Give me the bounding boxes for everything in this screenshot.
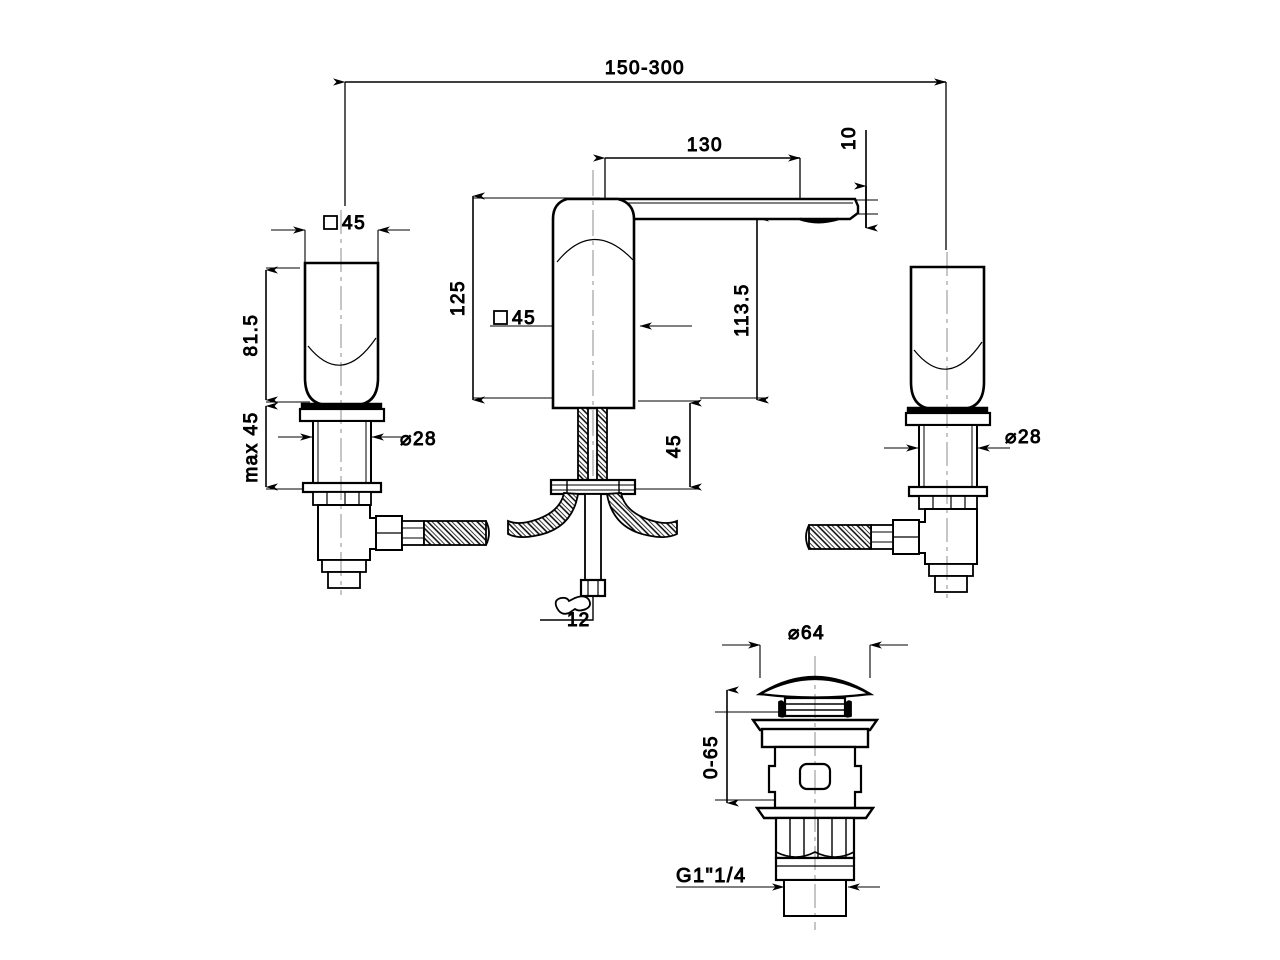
dimension-left-shank-diameter: ⌀28 — [278, 429, 437, 451]
right-handle-arc — [913, 341, 983, 370]
spout-shank-right — [596, 407, 608, 487]
dim-label-130: 130 — [687, 135, 723, 156]
left-shank — [312, 420, 372, 484]
dim-label-d28-right: ⌀28 — [1005, 427, 1042, 448]
dimension-spout-body-width: 45 — [490, 308, 692, 330]
dimension-left-handle-height: 81.5 — [241, 266, 310, 404]
spout-hose-left — [507, 492, 580, 539]
dim-label-g114: G1"1/4 — [676, 865, 747, 887]
right-shank — [918, 424, 978, 488]
dimension-spout-outlet-height: 113.5 — [700, 214, 769, 404]
wrench-icon — [554, 595, 591, 615]
drain-lower-flange — [754, 806, 876, 820]
square-symbol-spout — [493, 310, 508, 325]
dim-label-spout-45: 45 — [512, 308, 536, 329]
left-cartridge-2 — [327, 571, 361, 589]
dim-label-125: 125 — [448, 280, 469, 316]
diameter-symbol-left: ⌀ — [400, 429, 413, 450]
dim-label-0-65: 0-65 — [701, 735, 722, 779]
dim-label-d28-left: ⌀28 — [400, 429, 437, 450]
diameter-symbol-right: ⌀ — [1005, 427, 1018, 448]
left-handle-assembly: 45 81.5 max 45 ⌀28 — [241, 210, 490, 595]
dim-label-113-5: 113.5 — [732, 283, 753, 337]
dim-label-81-5: 81.5 — [241, 314, 262, 357]
spout-clamp-plate — [549, 478, 637, 496]
spout-outlet-lip — [799, 217, 839, 224]
drain-port-hole — [798, 762, 832, 791]
dimension-drain-travel: 0-65 — [701, 686, 790, 807]
spout-tie-nut — [579, 578, 607, 598]
dim-label-150-300: 150-300 — [605, 58, 685, 79]
drain-upper-flange — [750, 718, 880, 732]
dim-label-10: 10 — [839, 126, 860, 150]
dimension-left-shank-max: max 45 — [241, 402, 310, 491]
dimension-spout-shank: 45 — [615, 399, 702, 491]
right-braided-hose — [808, 524, 872, 550]
left-cartridge-1 — [321, 559, 367, 573]
left-braided-hose — [423, 520, 487, 546]
spout-tie-rod — [584, 493, 602, 581]
diameter-symbol-drain: ⌀ — [788, 623, 801, 644]
spout-shank-left — [577, 407, 589, 487]
dim-label-handle-45: 45 — [342, 213, 366, 234]
right-handle-assembly: ⌀28 — [805, 252, 1042, 598]
dim-label-max-45: max 45 — [241, 411, 262, 482]
right-cartridge-1 — [928, 563, 974, 577]
dim-label-d64: ⌀64 — [788, 623, 825, 644]
drain-thread-tail — [783, 879, 847, 917]
dimension-spout-tip-thickness: 10 — [830, 125, 878, 232]
dimension-drain-cap-diameter: ⌀64 — [722, 623, 908, 678]
spout-hose-right — [605, 492, 678, 539]
spout-body-arc — [556, 238, 634, 263]
dimension-overall-spread: 150-300 — [333, 58, 947, 250]
spout-assembly — [507, 170, 860, 600]
wrench-callout: 12 — [540, 595, 594, 632]
drain-assembly: ⌀64 0-65 G1"1/4 — [676, 623, 908, 930]
right-cartridge-2 — [934, 575, 968, 593]
right-mount-plate — [907, 485, 989, 498]
left-mount-plate — [301, 481, 383, 494]
dimension-left-handle-width: 45 — [271, 213, 410, 262]
dim-label-shank-45: 45 — [664, 434, 685, 458]
dimension-spout-total-height: 125 — [448, 192, 600, 404]
dimension-spout-reach: 130 — [593, 135, 801, 208]
left-handle-arc — [307, 337, 377, 366]
square-symbol-left-handle — [323, 215, 338, 230]
dimension-right-shank-diameter: ⌀28 — [884, 427, 1042, 452]
spout-body — [551, 197, 636, 410]
dimension-drain-thread: G1"1/4 — [676, 865, 880, 891]
